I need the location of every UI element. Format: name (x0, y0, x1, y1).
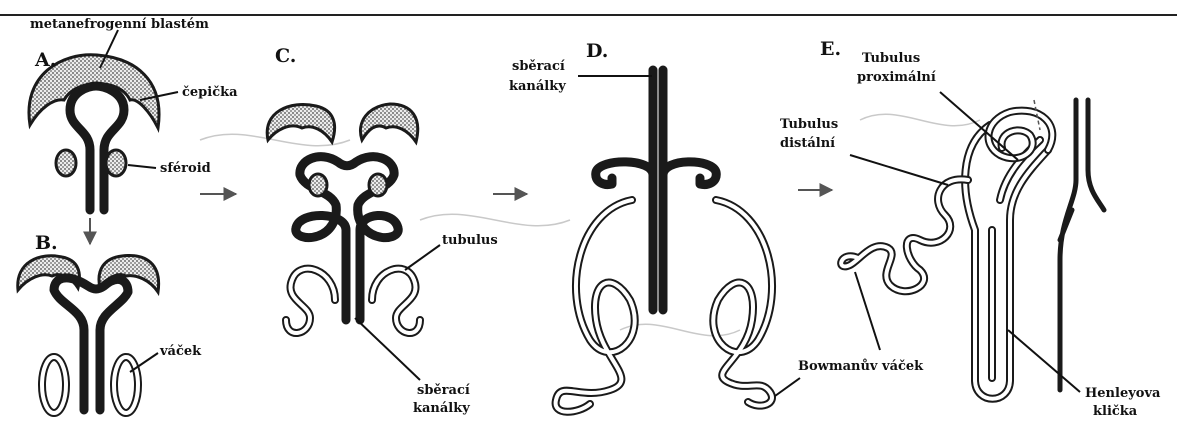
label-henle-line2: klička (1093, 404, 1138, 419)
cap-b-left (18, 256, 80, 290)
collecting-duct-e (1060, 100, 1104, 390)
label-metanephrogenic-blastema: metanefrogenní blastém (30, 17, 209, 32)
label-tubule: tubulus (442, 233, 498, 248)
pointer-spheroid (128, 165, 156, 168)
ureteric-bud-a (70, 86, 124, 210)
pointer-bowman-right (775, 378, 800, 396)
panel-b-figure (18, 256, 159, 413)
pointer-tubule (405, 245, 440, 270)
cap-c-left (267, 104, 334, 142)
cap-c-right (360, 104, 417, 142)
panel-d-figure (556, 70, 772, 412)
panel-label-b: B. (35, 232, 58, 254)
label-collecting-d-line2: kanálky (509, 79, 566, 94)
label-distal-line2: distální (780, 136, 835, 151)
panel-e-figure (841, 100, 1104, 399)
panel-label-d: D. (586, 40, 608, 62)
label-distal-line1: Tubulus (780, 117, 838, 132)
pointer-henle (1008, 330, 1080, 392)
collecting-duct-d (596, 70, 717, 310)
pointer-collecting-c (355, 318, 420, 380)
label-proximal-line2: proximální (857, 70, 936, 85)
panel-a-figure (29, 55, 159, 210)
spheroid-right-c (369, 174, 387, 196)
spheroid-left-a (56, 150, 76, 176)
label-spheroid: sféroid (160, 161, 211, 176)
spheroid-right-a (106, 150, 126, 176)
pointer-distal (850, 155, 948, 185)
label-collecting-c-line2: kanálky (413, 401, 470, 416)
label-collecting-d-line1: sběrací (512, 59, 565, 74)
label-proximal-line1: Tubulus (862, 51, 920, 66)
pointer-bowman-left (855, 272, 880, 350)
spheroid-left-c (309, 174, 327, 196)
panel-c-figure (267, 104, 420, 333)
label-vesicle: váček (159, 344, 202, 359)
panel-label-c: C. (275, 45, 296, 67)
label-henle-line1: Henleyova (1085, 386, 1161, 401)
label-bowman-capsule: Bowmanův váček (798, 359, 924, 374)
panel-label-e: E. (820, 38, 841, 60)
panel-label-a: A. (34, 49, 56, 71)
henle-loop-inner-e (992, 140, 1040, 378)
label-collecting-c-line1: sběrací (417, 383, 470, 398)
label-cap: čepička (182, 85, 238, 100)
